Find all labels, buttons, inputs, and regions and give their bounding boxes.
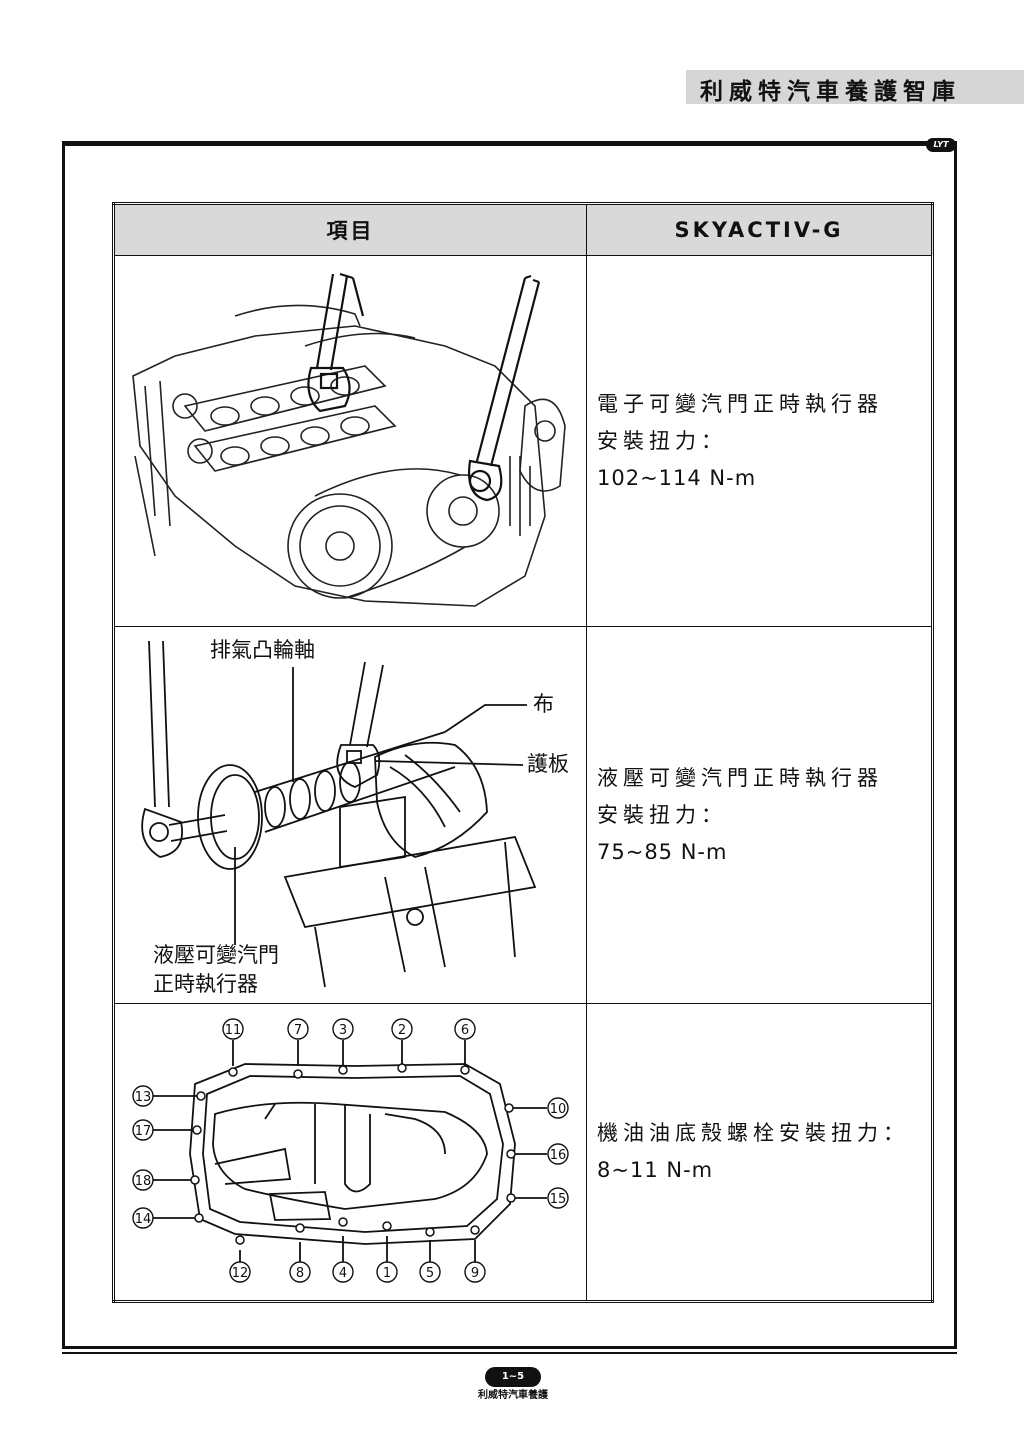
spec-line: 電子可變汽門正時執行器 (597, 391, 883, 416)
spec-text-cell: 機油油底殼螺栓安裝扭力： 8~11 N-m (586, 1003, 933, 1302)
torque-value: 8~11 N-m (597, 1158, 714, 1182)
header-band (686, 70, 1024, 104)
label-actuator-1: 液壓可變汽門 (153, 943, 279, 967)
label-camshaft: 排氣凸輪軸 (210, 638, 315, 662)
bolt-number: 1 (383, 1266, 391, 1281)
spec-line: 安裝扭力： (597, 428, 727, 453)
bolt-number: 18 (135, 1174, 152, 1189)
table-row: 排氣凸輪軸 布 護板 液壓可變汽門 正時執行器 (113, 626, 933, 1004)
page-number-badge: 1~5 (485, 1367, 541, 1387)
label-plate: 護板 (527, 752, 569, 776)
bottom-rule (62, 1352, 957, 1354)
header-engine: SKYACTIV-G (586, 203, 933, 256)
bolt-number: 7 (294, 1023, 302, 1038)
bolt-number: 2 (398, 1023, 406, 1038)
bolt-number: 14 (135, 1212, 152, 1227)
spec-line: 液壓可變汽門正時執行器 (597, 765, 883, 790)
table-header-row: 項目 SKYACTIV-G (113, 203, 933, 256)
bolt-number: 3 (339, 1023, 347, 1038)
electric-vvt-figure (132, 272, 566, 607)
bolt-number: 5 (426, 1266, 434, 1281)
spec-text-cell: 液壓可變汽門正時執行器 安裝扭力： 75~85 N-m (586, 626, 933, 1004)
label-actuator-2: 正時執行器 (153, 972, 258, 996)
figure-cell (113, 255, 587, 627)
label-cloth: 布 (533, 692, 554, 716)
spec-line: 安裝扭力： (597, 802, 727, 827)
bolt-number: 17 (135, 1124, 152, 1139)
torque-value: 102~114 N-m (597, 465, 757, 490)
figure-cell: 11 7 3 2 6 12 8 4 1 5 9 13 17 18 14 10 1 (113, 1003, 587, 1302)
bolt-number: 15 (550, 1192, 567, 1207)
table-row: 11 7 3 2 6 12 8 4 1 5 9 13 17 18 14 10 1 (113, 1003, 933, 1302)
lyt-badge: LYT (926, 138, 956, 152)
hydraulic-vvt-figure: 排氣凸輪軸 布 護板 液壓可變汽門 正時執行器 (141, 638, 569, 996)
oil-pan-bolt-diagram: 11 7 3 2 6 12 8 4 1 5 9 13 17 18 14 10 1 (132, 1018, 569, 1283)
header-item: 項目 (113, 203, 587, 256)
table-row: 電子可變汽門正時執行器 安裝扭力： 102~114 N-m (113, 255, 933, 627)
spec-table: 項目 SKYACTIV-G (112, 202, 934, 1303)
spec-text-cell: 電子可變汽門正時執行器 安裝扭力： 102~114 N-m (586, 255, 933, 627)
footer-brand: 利威特汽車養護 (478, 1390, 548, 1401)
bolt-number: 13 (135, 1090, 152, 1105)
bolt-number: 12 (232, 1266, 249, 1281)
bolt-number: 9 (471, 1266, 479, 1281)
bolt-number: 8 (296, 1266, 304, 1281)
bolt-number: 4 (339, 1266, 347, 1281)
top-rule (62, 141, 957, 146)
bolt-number: 16 (550, 1148, 567, 1163)
bolt-number: 6 (461, 1023, 469, 1038)
spec-line: 機油油底殼螺栓安裝扭力： (597, 1121, 909, 1145)
header-title: 利威特汽車養護智庫 (700, 79, 961, 105)
torque-value: 75~85 N-m (597, 839, 728, 864)
figure-cell: 排氣凸輪軸 布 護板 液壓可變汽門 正時執行器 (113, 626, 587, 1004)
bolt-number: 11 (225, 1023, 242, 1038)
bolt-number: 10 (550, 1102, 567, 1117)
page-frame (62, 146, 957, 1349)
